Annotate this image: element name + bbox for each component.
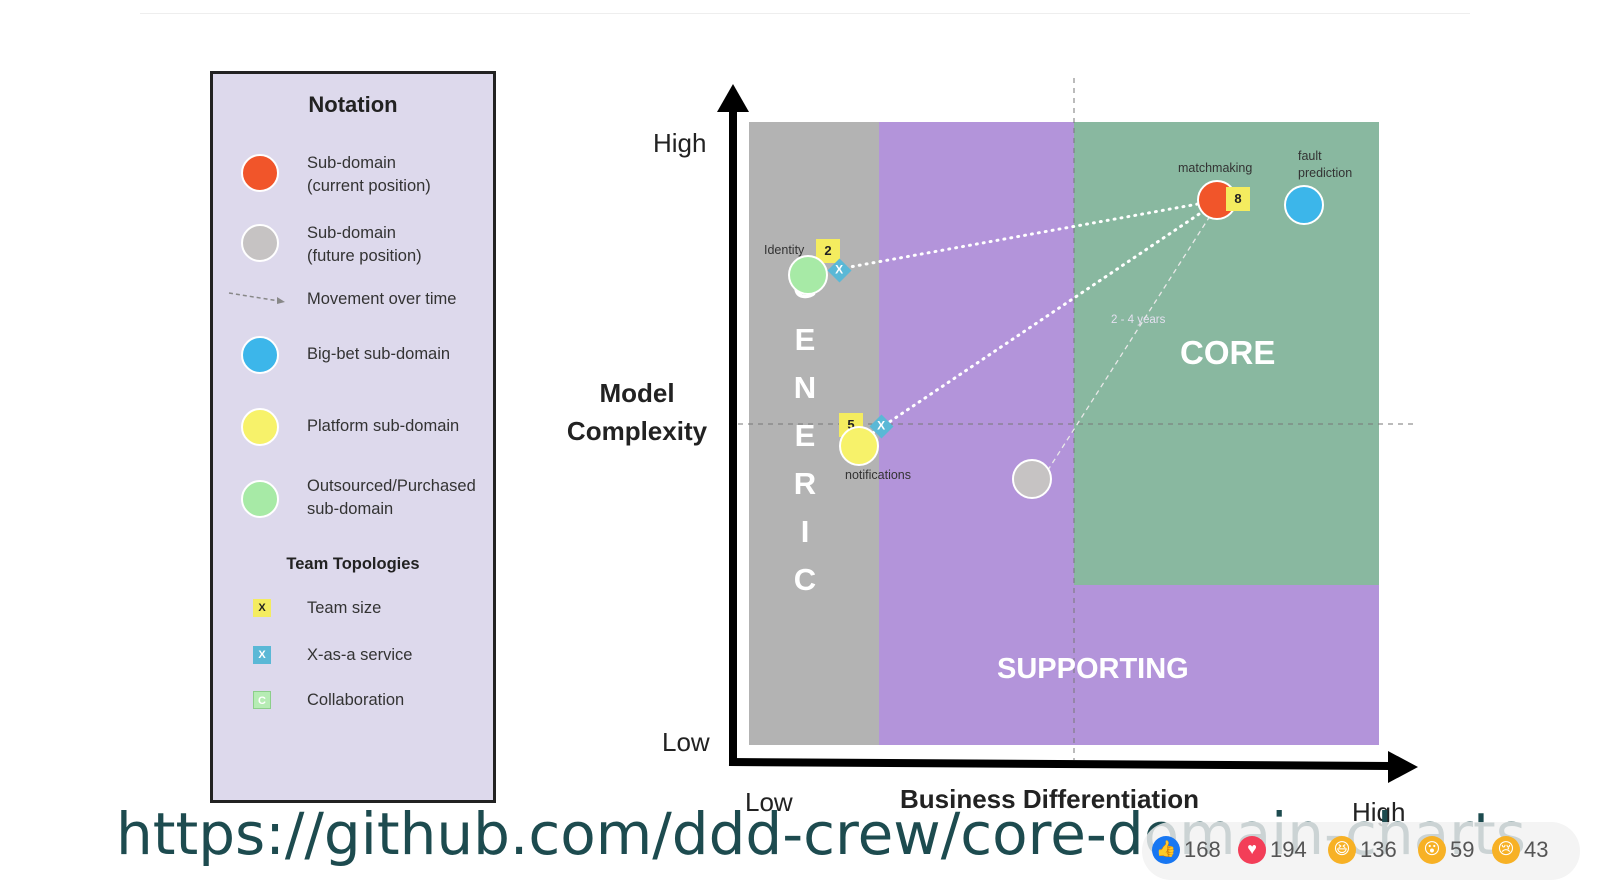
haha-icon: 😆 — [1328, 836, 1356, 865]
legend-label-line2: (future position) — [307, 247, 422, 265]
generic-letter: E — [794, 418, 816, 453]
reactions-bar: 👍168 ♥194 😆136 😮59 😢43 — [1142, 822, 1580, 880]
wow-reaction[interactable]: 😮59 — [1418, 836, 1474, 866]
supporting-region-label: SUPPORTING — [997, 653, 1189, 685]
notation-legend: Notation Sub-domain (current position) S… — [210, 71, 496, 803]
top-divider — [140, 13, 1470, 14]
fault-prediction-label: fault prediction — [1298, 148, 1352, 182]
identity-marker — [788, 255, 828, 295]
reaction-count: 194 — [1270, 837, 1307, 863]
y-axis-arrowhead — [717, 84, 749, 112]
xaas-symbol: X — [835, 262, 844, 277]
xaas-symbol: X — [877, 418, 886, 433]
like-icon: 👍 — [1152, 836, 1180, 865]
notifications-matchmaking-link — [859, 198, 1222, 443]
generic-letter: C — [793, 562, 817, 597]
identity-label: Identity — [764, 243, 805, 257]
legend-label-line1: Sub-domain — [307, 224, 396, 242]
movement-duration-label: 2 - 4 years — [1111, 314, 1166, 326]
legend-label-line1: Sub-domain — [307, 154, 396, 172]
generic-letter: R — [793, 466, 817, 501]
reaction-count: 136 — [1360, 837, 1397, 863]
sad-reaction[interactable]: 😢43 — [1492, 836, 1548, 866]
y-axis-title: Model Complexity — [552, 374, 722, 450]
legend-label: X-as-a service — [307, 646, 413, 664]
core-region-label: CORE — [1180, 334, 1276, 371]
legend-label-line2: (current position) — [307, 177, 431, 195]
notifications-label: notifications — [845, 468, 912, 482]
x-axis-arrowhead — [1388, 751, 1418, 783]
team-topologies-heading: Team Topologies — [286, 555, 420, 573]
generic-letter: E — [794, 322, 816, 357]
matchmaking-team-size-badge: 8 — [1226, 187, 1250, 211]
collaboration-icon: C — [253, 691, 271, 709]
y-axis-high-label: High — [653, 128, 707, 158]
reaction-count: 59 — [1450, 837, 1475, 863]
identity-matchmaking-link — [809, 198, 1222, 276]
x-axis-low-label: Low — [745, 787, 793, 817]
love-reaction[interactable]: ♥194 — [1238, 836, 1307, 866]
love-icon: ♥ — [1238, 836, 1266, 865]
generic-letter: N — [793, 370, 817, 405]
legend-label: Big-bet sub-domain — [307, 345, 451, 363]
team-size-icon: X — [253, 599, 271, 617]
y-axis-title-line1: Model — [599, 378, 675, 408]
matchmaking-label: matchmaking — [1178, 161, 1253, 175]
fault-prediction-marker — [1284, 185, 1324, 225]
notifications-marker — [839, 426, 879, 466]
legend-label-line2: sub-domain — [307, 500, 394, 518]
sad-icon: 😢 — [1492, 836, 1520, 865]
dashed-arrow-icon — [228, 292, 285, 304]
x-axis-title: Business Differentiation — [900, 784, 1200, 814]
legend-label: Movement over time — [307, 290, 457, 308]
future-position-marker — [1012, 459, 1052, 499]
legend-label-line1: Outsourced/Purchased — [307, 477, 476, 495]
green-circle-icon — [241, 480, 279, 518]
legend-label: Collaboration — [307, 691, 405, 709]
reaction-count: 168 — [1184, 837, 1221, 863]
like-reaction[interactable]: 👍168 — [1152, 836, 1221, 866]
reaction-count: 43 — [1524, 837, 1549, 863]
wow-icon: 😮 — [1418, 836, 1446, 865]
generic-letter: I — [800, 514, 810, 549]
y-axis-low-label: Low — [662, 727, 710, 757]
yellow-circle-icon — [241, 408, 279, 446]
legend-title: Notation — [308, 92, 398, 117]
grey-circle-icon — [241, 224, 279, 262]
legend-label: Platform sub-domain — [307, 417, 460, 435]
haha-reaction[interactable]: 😆136 — [1328, 836, 1397, 866]
x-axis-line — [728, 758, 1391, 770]
xaas-icon: X — [253, 646, 271, 664]
legend-label: Team size — [307, 599, 382, 617]
fault-prediction-line1: fault — [1298, 149, 1322, 163]
fault-prediction-line2: prediction — [1298, 166, 1353, 180]
orange-circle-icon — [241, 154, 279, 192]
y-axis-title-line2: Complexity — [566, 416, 708, 446]
blue-circle-icon — [241, 336, 279, 374]
